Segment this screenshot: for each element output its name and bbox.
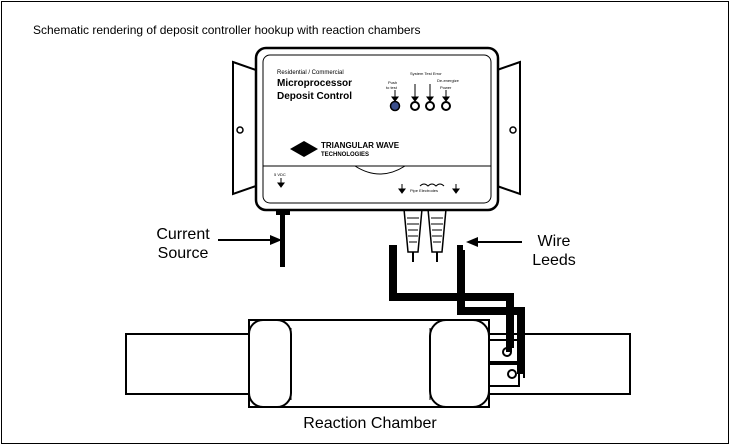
reaction-chamber-label: Reaction Chamber (303, 415, 437, 432)
current-source-label: Current Source (148, 225, 218, 263)
wire-leeds-line2: Leeds (532, 252, 576, 269)
pipe-electrodes-label: Pipe Electrodes (410, 188, 438, 193)
current-source-line1: Current (156, 226, 210, 243)
indicators-label: System Test Error (410, 71, 442, 76)
power-label: Power (440, 85, 452, 90)
wire-leeds-line1: Wire (537, 233, 571, 250)
test-led-icon (425, 101, 435, 111)
controller-mount (232, 60, 521, 196)
controller-line2: Microprocessor (277, 78, 352, 89)
controller-line3: Deposit Control (277, 91, 352, 102)
vdc-label: 5 VDC (274, 172, 286, 177)
current-source-arrow (218, 235, 282, 245)
wire-lead-fill (391, 245, 523, 374)
cable-glands (403, 208, 447, 262)
controller-line1: Residential / Commercial (277, 70, 344, 76)
system-led-icon (410, 101, 420, 111)
deenergize-label: De-energize (437, 78, 460, 83)
wire-leeds-label: Wire Leeds (524, 232, 584, 270)
diagram-caption: Schematic rendering of deposit controlle… (33, 23, 421, 37)
push-label-1: Push (388, 80, 397, 85)
wire-leeds-arrow (466, 237, 522, 247)
brand-line2: TECHNOLOGIES (321, 152, 369, 158)
push-to-test-button (389, 100, 401, 112)
brand-line1: TRIANGULAR WAVE (321, 141, 400, 150)
wire-leads (389, 245, 525, 378)
reaction-chamber-body (248, 319, 520, 408)
deposit-controller (254, 46, 500, 212)
current-source-cable (276, 207, 290, 267)
triangular-wave-logo-icon (290, 141, 318, 157)
error-led-icon (441, 101, 451, 111)
push-label-2: to test (386, 85, 398, 90)
current-source-line2: Source (157, 245, 209, 262)
